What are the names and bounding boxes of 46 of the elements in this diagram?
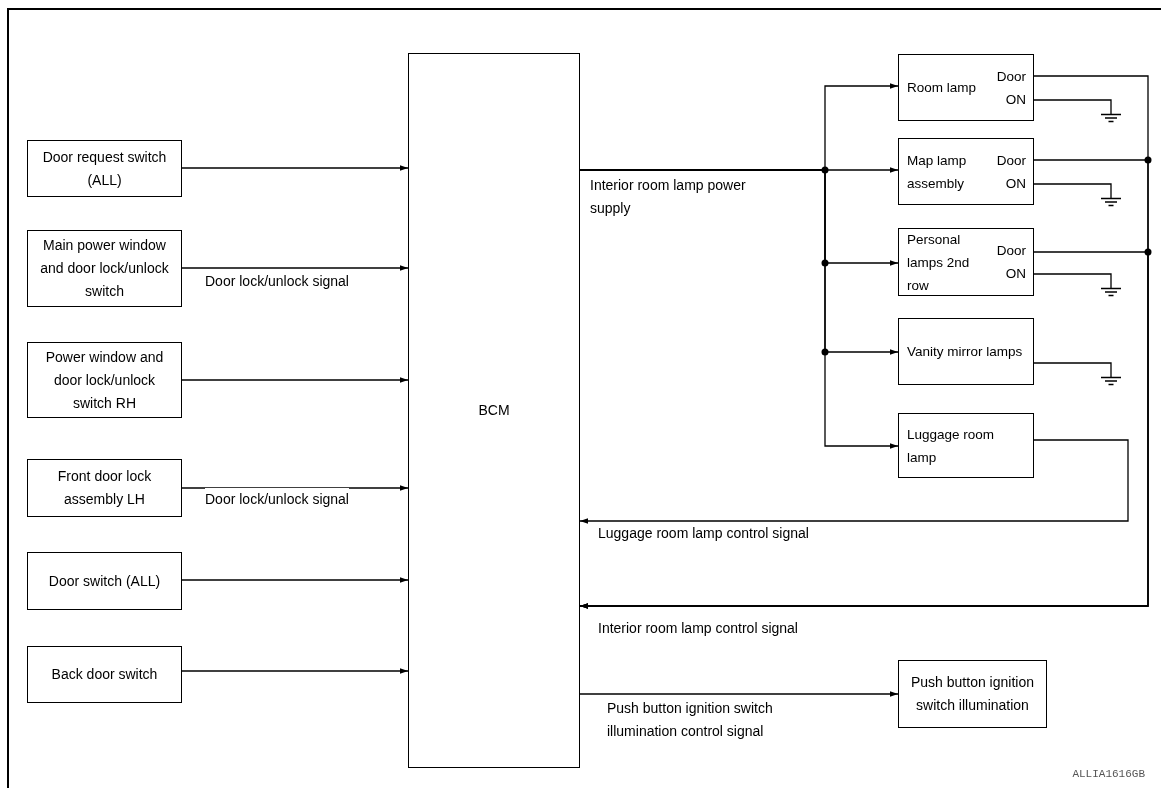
component-box (27, 342, 182, 418)
component-box (898, 54, 1034, 121)
pin-label: Door ON (995, 67, 1026, 109)
component-name: Back door switch (51, 665, 158, 684)
pin-label: Door ON (995, 242, 1026, 283)
component-name: Door switch (ALL) (48, 571, 161, 591)
component-box (898, 318, 1034, 385)
ground-wire (1033, 362, 1112, 376)
component-name: Front door lock assembly LH (56, 467, 153, 509)
ground-wire (1033, 273, 1112, 287)
component-box (898, 660, 1047, 728)
ground-wire (1033, 99, 1112, 113)
component-box (898, 138, 1034, 205)
ground-symbol (1100, 112, 1122, 123)
component-name: Luggage room lamp (907, 425, 996, 467)
component-box (27, 459, 182, 517)
figure-code: ALLIA1616GB (1072, 768, 1145, 780)
signal-arrow (181, 668, 409, 674)
component-name: Power window and door lock/unlock switch RH (44, 347, 165, 413)
control-module-box (408, 53, 580, 768)
component-box (898, 228, 1034, 296)
signal-arrow (181, 377, 409, 383)
component-name: Push button ignition switch illumination (911, 673, 1034, 715)
component-name: Map lamp assembly (907, 151, 968, 193)
component-name: Door request switch (ALL) (41, 147, 168, 190)
ground-wire (1033, 183, 1112, 197)
component-box (27, 552, 182, 610)
component-box (27, 140, 182, 197)
component-name: Main power window and door lock/unlock switch (40, 236, 169, 301)
component-box (27, 230, 182, 307)
component-name: BCM (478, 401, 510, 420)
signal-arrow (181, 165, 409, 171)
component-box (27, 646, 182, 703)
signal-arrow (181, 265, 409, 271)
pin-label: Door ON (995, 151, 1026, 193)
signal-arrow (181, 485, 409, 491)
signal-arrow (181, 577, 409, 583)
component-name: Vanity mirror lamps (907, 343, 1023, 361)
ground-symbol (1100, 286, 1122, 297)
component-name: Personal lamps 2nd row (907, 230, 971, 295)
signal-arrow (579, 691, 899, 697)
ground-symbol (1100, 196, 1122, 207)
signal-arrow (579, 439, 1129, 524)
ground-symbol (1100, 375, 1122, 386)
component-name: Room lamp (907, 79, 977, 97)
component-box (898, 413, 1034, 478)
